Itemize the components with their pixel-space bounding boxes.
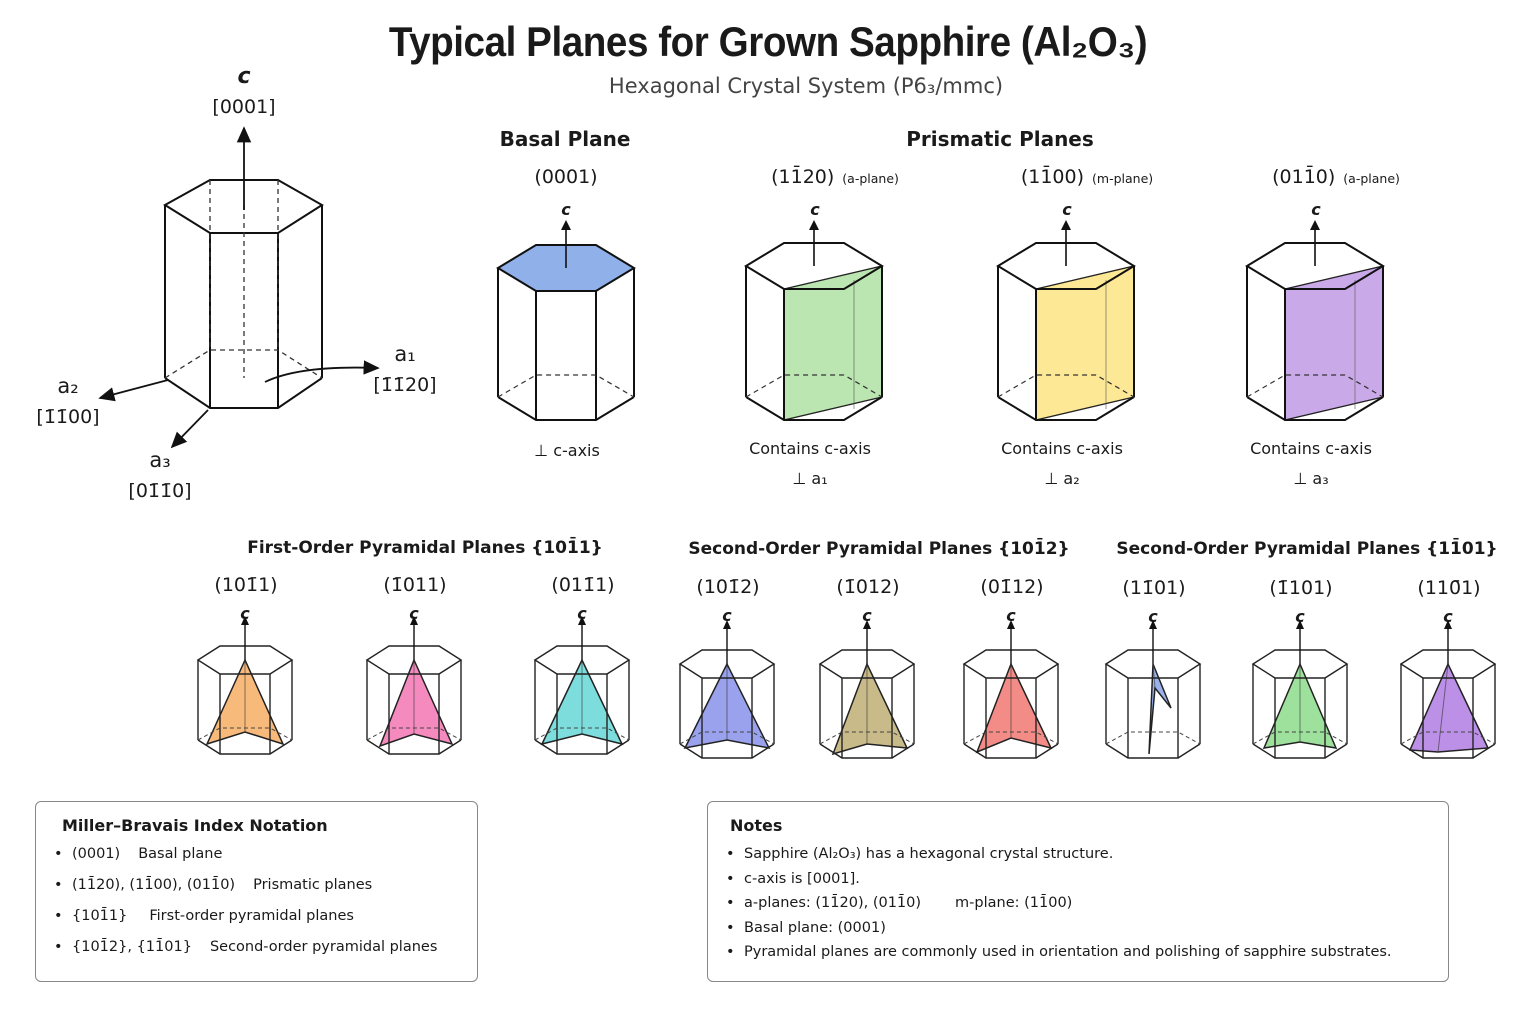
pyramidal-c-label: c <box>1443 607 1453 626</box>
a3-label: a₃ <box>149 448 171 472</box>
note-item: Sapphire (Al₂O₃) has a hexagonal crystal… <box>726 846 1392 871</box>
prismatic-heading: Prismatic Planes <box>906 127 1094 151</box>
pyramidal-c-label: c <box>577 604 587 623</box>
pyramidal-plane-index: (1̄012) <box>836 576 900 598</box>
notation-panel: Miller–Bravais Index Notation (0001)Basa… <box>35 801 478 982</box>
prismatic-caption-contains: Contains c-axis <box>1001 439 1123 458</box>
pyramidal-plane-hexagon <box>1399 620 1497 759</box>
pyramidal-plane-hexagon <box>533 616 631 755</box>
notation-item-first-order: {101̄1}First-order pyramidal planes <box>54 908 437 939</box>
a1-label: a₁ <box>394 342 416 366</box>
pyramidal-plane-hexagon <box>1251 620 1349 759</box>
prismatic-c-label: c <box>810 200 820 219</box>
page-subtitle: Hexagonal Crystal System (P6₃/mmc) <box>608 74 1004 98</box>
prismatic-caption-perpendicular: ⊥ a₃ <box>1293 469 1329 488</box>
axes-diagram <box>98 126 380 449</box>
a1-axis-arrow <box>264 360 380 383</box>
prismatic-plane-hexagon <box>744 220 884 421</box>
prismatic-caption-contains: Contains c-axis <box>749 439 871 458</box>
pyramidal-plane-index: (1̄011) <box>383 574 447 596</box>
pyramidal-c-label: c <box>240 604 250 623</box>
basal-heading: Basal Plane <box>499 127 631 151</box>
prismatic-plane-note: (a-plane) <box>842 171 899 186</box>
a2-axis-arrow <box>98 379 169 402</box>
main-c-direction: [0001] <box>212 96 276 118</box>
pyramidal-plane-index: (101̄1) <box>214 574 278 596</box>
pyramidal-plane-index: (11̄01) <box>1122 577 1186 599</box>
prismatic-plane-label: (11̄00) (m-plane) <box>1021 166 1153 188</box>
notation-list: (0001)Basal plane (11̄20), (11̄00), (011… <box>54 846 437 970</box>
pyramidal-c-label: c <box>409 604 419 623</box>
prismatic-plane-hexagon <box>996 220 1136 421</box>
main-c-label: c <box>237 64 251 89</box>
first-order-pyramidal-heading: First-Order Pyramidal Planes {101̄1} <box>247 538 603 558</box>
second-order-pyramidal-heading-1101: Second-Order Pyramidal Planes {11̄01} <box>1116 539 1498 559</box>
pyramidal-c-label: c <box>722 606 732 625</box>
a3-direction: [01̄1̄0] <box>128 480 192 502</box>
notes-list: Sapphire (Al₂O₃) has a hexagonal crystal… <box>726 846 1392 969</box>
notation-item-prismatic: (11̄20), (11̄00), (011̄0)Prismatic plane… <box>54 877 437 908</box>
pyramidal-c-label: c <box>1148 607 1158 626</box>
basal-index: (0001) <box>534 166 598 188</box>
a1-direction: [1̄1̄20] <box>373 374 437 396</box>
pyramidal-plane-hexagon <box>1104 620 1202 759</box>
a3-axis-arrow <box>170 409 209 449</box>
prismatic-plane-note: (m-plane) <box>1092 171 1154 186</box>
prismatic-plane-index: (11̄20) <box>771 166 835 188</box>
prismatic-caption-perpendicular: ⊥ a₂ <box>1044 469 1080 488</box>
notes-panel: Notes Sapphire (Al₂O₃) has a hexagonal c… <box>707 801 1449 982</box>
pyramidal-plane-index: (011̄1) <box>551 574 615 596</box>
pyramidal-c-label: c <box>1006 606 1016 625</box>
pyramidal-plane-hexagon <box>196 616 294 755</box>
prismatic-plane-label: (11̄20) (a-plane) <box>771 166 899 188</box>
prismatic-plane-note: (a-plane) <box>1343 171 1400 186</box>
note-item: Basal plane: (0001) <box>726 920 1392 945</box>
a2-label: a₂ <box>57 374 79 398</box>
notation-heading: Miller–Bravais Index Notation <box>62 816 328 835</box>
pyramidal-plane-index: (01̄12) <box>980 576 1044 598</box>
note-item: a-planes: (11̄20), (011̄0)m-plane: (11̄0… <box>726 895 1392 920</box>
prismatic-plane-label: (011̄0) (a-plane) <box>1272 166 1400 188</box>
second-order-pyramidal-heading-1012: Second-Order Pyramidal Planes {101̄2} <box>688 539 1070 559</box>
prismatic-caption-perpendicular: ⊥ a₁ <box>792 469 828 488</box>
pyramidal-c-label: c <box>1295 607 1305 626</box>
page-title: Typical Planes for Grown Sapphire (Al₂O₃… <box>388 18 1148 65</box>
notation-item-second-order: {101̄2}, {11̄01}Second-order pyramidal p… <box>54 939 437 970</box>
pyramidal-c-label: c <box>862 606 872 625</box>
pyramidal-plane-index: (1̄101) <box>1269 577 1333 599</box>
pyramidal-plane-index: (110̄1) <box>1417 577 1481 599</box>
pyramidal-plane-index: (101̄2) <box>696 576 760 598</box>
a2-direction: [1̄1̄00] <box>36 406 100 428</box>
prismatic-plane-index: (011̄0) <box>1272 166 1336 188</box>
pyramidal-plane-hexagon <box>818 620 916 759</box>
notes-heading: Notes <box>730 816 783 835</box>
pyramidal-plane-hexagon <box>962 620 1060 759</box>
notation-item-basal: (0001)Basal plane <box>54 846 437 877</box>
pyramidal-plane-hexagon <box>365 616 463 755</box>
prismatic-c-label: c <box>1062 200 1072 219</box>
pyramidal-plane-hexagon <box>678 620 776 759</box>
prismatic-plane-hexagon <box>1245 220 1385 421</box>
note-item: c-axis is [0001]. <box>726 871 1392 896</box>
basal-c-label: c <box>561 200 571 219</box>
note-item: Pyramidal planes are commonly used in or… <box>726 944 1392 969</box>
basal-hexagon <box>496 220 636 421</box>
pyramidal-plane-face <box>975 662 1053 754</box>
prismatic-c-label: c <box>1311 200 1321 219</box>
prismatic-plane-index: (11̄00) <box>1020 166 1085 188</box>
prismatic-caption-contains: Contains c-axis <box>1250 439 1372 458</box>
basal-caption: ⊥ c-axis <box>534 441 600 460</box>
